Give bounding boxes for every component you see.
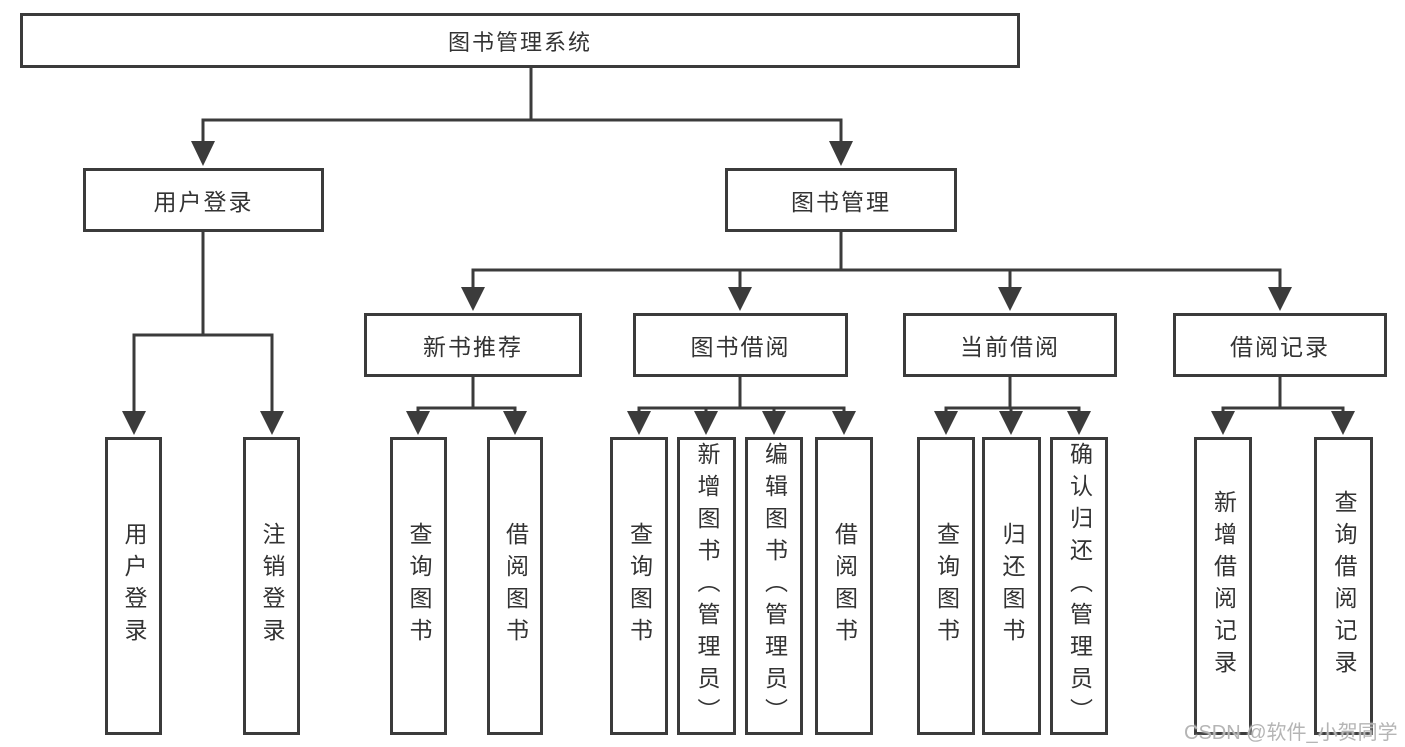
leaf-m2-confirm-return-admin: 确认归还（管理员） [1050,437,1108,735]
node-book-management-branch: 图书管理 [725,168,957,232]
leaf-m0-borrow-book: 借阅图书 [487,437,543,735]
leaf-m2-query-book: 查询图书 [917,437,975,735]
node-module-new-book-recommend-label: 新书推荐 [423,334,523,360]
node-user-login-branch: 用户登录 [83,168,324,232]
leaf-logout: 注销登录 [243,437,300,735]
connector-root-to-level1 [191,66,853,166]
leaf-m1-query-book-label: 查询图书 [626,522,653,650]
leaf-m1-borrow-book-label: 借阅图书 [831,522,858,650]
csdn-watermark: CSDN @软件_小贺同学 [1184,722,1398,744]
leaf-user-login: 用户登录 [105,437,162,735]
connector-book-to-modules [461,230,1292,311]
connector-module-3-leaves [1211,375,1355,435]
leaf-m1-borrow-book: 借阅图书 [815,437,873,735]
leaf-m2-return-book: 归还图书 [982,437,1041,735]
node-module-borrow-record-label: 借阅记录 [1230,334,1330,360]
leaf-m1-query-book: 查询图书 [610,437,668,735]
leaf-m0-borrow-book-label: 借阅图书 [502,522,529,650]
leaf-m2-return-book-label: 归还图书 [999,522,1025,650]
node-root-label: 图书管理系统 [447,29,592,55]
leaf-m2-confirm-return-admin-label: 确认归还（管理员） [1066,442,1093,730]
leaf-m1-edit-book-admin: 编辑图书（管理员） [745,437,803,735]
node-book-management-branch-label: 图书管理 [791,189,891,215]
connector-user-branch [122,230,284,435]
leaf-m3-query-borrow-record-label: 查询借阅记录 [1331,490,1357,682]
node-module-book-borrow-label: 图书借阅 [690,334,791,360]
connector-module-1-leaves [627,375,856,435]
leaf-m0-query-book: 查询图书 [390,437,447,735]
leaf-m3-add-borrow-record: 新增借阅记录 [1194,437,1252,735]
leaf-m2-query-book-label: 查询图书 [933,522,960,650]
node-module-current-borrow-label: 当前借阅 [960,334,1060,360]
node-module-new-book-recommend: 新书推荐 [364,313,582,377]
leaf-m0-query-book-label: 查询图书 [406,522,432,650]
leaf-user-login-label: 用户登录 [121,522,147,650]
node-module-borrow-record: 借阅记录 [1173,313,1387,377]
connector-module-2-leaves [934,375,1091,435]
leaf-m1-edit-book-admin-label: 编辑图书（管理员） [761,442,788,730]
leaf-logout-label: 注销登录 [259,522,285,650]
connector-module-0-leaves [406,375,527,435]
node-module-book-borrow: 图书借阅 [633,313,848,377]
node-user-login-branch-label: 用户登录 [153,189,254,215]
node-module-current-borrow: 当前借阅 [903,313,1117,377]
leaf-m3-query-borrow-record: 查询借阅记录 [1314,437,1373,735]
node-root: 图书管理系统 [20,13,1020,68]
leaf-m1-add-book-admin: 新增图书（管理员） [677,437,736,735]
leaf-m3-add-borrow-record-label: 新增借阅记录 [1210,490,1237,682]
leaf-m1-add-book-admin-label: 新增图书（管理员） [694,442,720,730]
